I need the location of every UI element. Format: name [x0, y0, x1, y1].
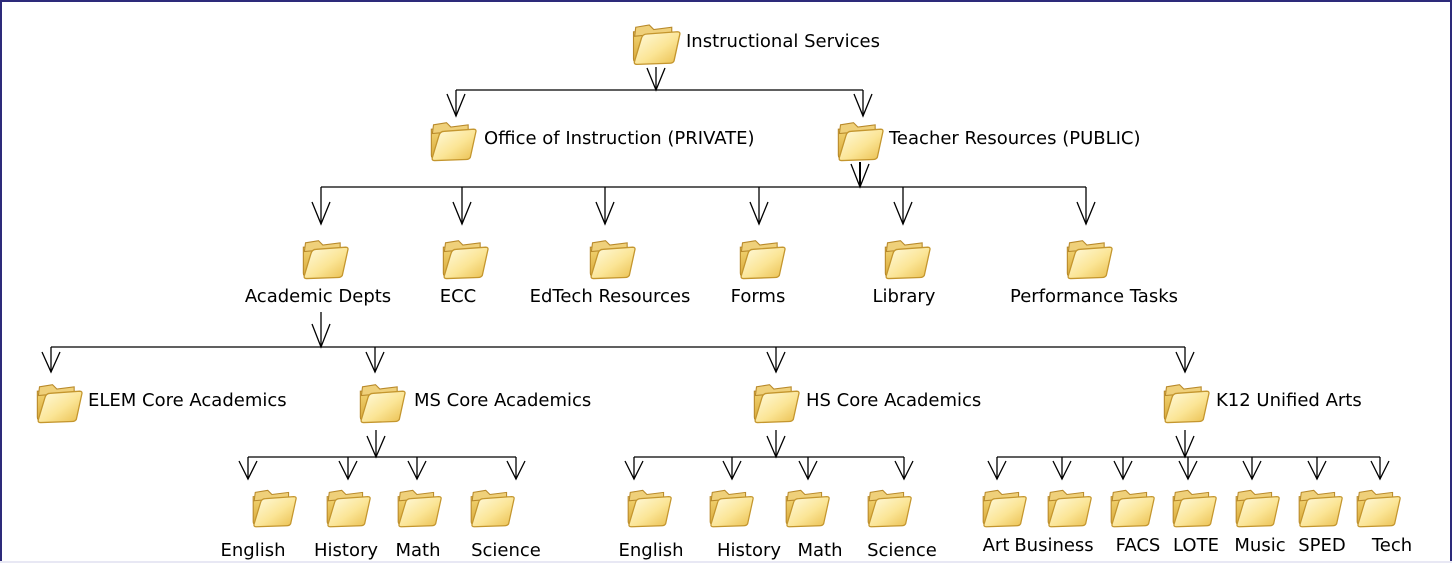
folder-node-facs[interactable]: FACS	[1110, 489, 1161, 556]
folder-icon	[36, 383, 83, 424]
folder-label: Art	[983, 535, 1010, 556]
folder-icon	[1172, 489, 1217, 528]
folder-node-sped[interactable]: SPED	[1298, 489, 1346, 556]
folder-icon	[1110, 489, 1155, 528]
folder-node-ms-english[interactable]: English	[221, 489, 297, 561]
folder-label: Academic Depts	[245, 286, 391, 307]
folder-label: Business	[1014, 535, 1093, 556]
folder-node-teacher-resources[interactable]: Teacher Resources (PUBLIC)	[837, 121, 1141, 162]
folder-icon	[867, 489, 912, 528]
folder-label: Tech	[1371, 535, 1412, 556]
folder-node-hs-core-academics[interactable]: HS Core Academics	[753, 383, 981, 424]
folder-node-root[interactable]: Instructional Services	[632, 24, 881, 66]
folder-label: Teacher Resources (PUBLIC)	[888, 128, 1141, 149]
folder-icon	[252, 489, 297, 528]
folder-node-hs-english[interactable]: English	[619, 489, 684, 561]
folder-label: ECC	[440, 286, 477, 307]
folder-node-forms[interactable]: Forms	[731, 239, 786, 307]
folder-icon	[326, 489, 371, 528]
folder-icon	[442, 239, 489, 280]
folder-label: EdTech Resources	[530, 286, 691, 307]
folder-icon	[982, 489, 1027, 528]
folder-node-ms-core-academics[interactable]: MS Core Academics	[359, 383, 591, 424]
folder-icon	[470, 489, 515, 528]
folder-node-hs-math[interactable]: Math	[785, 489, 843, 561]
folder-label: MS Core Academics	[414, 390, 591, 411]
connector-lines	[41, 67, 1390, 481]
folder-node-ms-math[interactable]: Math	[395, 489, 442, 561]
folder-icon	[709, 489, 754, 528]
folder-label: Music	[1234, 535, 1285, 556]
folder-label: English	[619, 540, 684, 561]
folder-icon	[632, 24, 681, 66]
folder-node-ms-history[interactable]: History	[314, 489, 378, 561]
folder-icon	[785, 489, 830, 528]
folder-icon	[359, 383, 406, 424]
folder-label: Performance Tasks	[1010, 286, 1178, 307]
folder-node-library[interactable]: Library	[873, 239, 936, 307]
folder-label: Forms	[731, 286, 786, 307]
folder-node-lote[interactable]: LOTE	[1172, 489, 1219, 556]
folder-node-tech[interactable]: Tech	[1356, 489, 1412, 556]
folder-label: Office of Instruction (PRIVATE)	[484, 128, 755, 149]
folder-label: English	[221, 540, 286, 561]
folder-icon	[1163, 383, 1210, 424]
folder-node-office-of-instruction[interactable]: Office of Instruction (PRIVATE)	[430, 121, 755, 162]
folder-node-art[interactable]: Art	[982, 489, 1027, 556]
folder-label: SPED	[1298, 535, 1346, 556]
folder-label: K12 Unified Arts	[1216, 390, 1362, 411]
folder-label: LOTE	[1173, 535, 1219, 556]
folder-icon	[627, 489, 672, 528]
folder-node-elem-core-academics[interactable]: ELEM Core Academics	[36, 383, 287, 424]
folder-label: ELEM Core Academics	[88, 390, 287, 411]
folder-label: History	[717, 540, 781, 561]
folder-icon	[837, 121, 884, 162]
folder-icon	[302, 239, 349, 280]
folder-node-edtech-resources[interactable]: EdTech Resources	[530, 239, 691, 307]
folder-label: History	[314, 540, 378, 561]
folder-icon	[1356, 489, 1401, 528]
folder-icon	[739, 239, 786, 280]
folder-label: Science	[867, 540, 937, 561]
folder-icon	[430, 121, 477, 162]
folder-icon	[884, 239, 931, 280]
folder-label: Science	[471, 540, 541, 561]
folder-node-k12-unified-arts[interactable]: K12 Unified Arts	[1163, 383, 1362, 424]
folder-icon	[1235, 489, 1280, 528]
folder-label: Math	[797, 540, 842, 561]
folder-icon	[1298, 489, 1343, 528]
folder-node-ms-science[interactable]: Science	[470, 489, 541, 561]
folder-node-ecc[interactable]: ECC	[440, 239, 489, 307]
folder-icon	[1047, 489, 1092, 528]
folder-icon	[397, 489, 442, 528]
folder-icon	[753, 383, 800, 424]
folder-icon	[589, 239, 636, 280]
folder-icon	[1066, 239, 1113, 280]
folder-label: Math	[395, 540, 440, 561]
folder-node-business[interactable]: Business	[1014, 489, 1094, 556]
folder-node-performance-tasks[interactable]: Performance Tasks	[1010, 239, 1178, 307]
folder-node-music[interactable]: Music	[1234, 489, 1286, 556]
folder-label: Instructional Services	[686, 31, 880, 52]
folder-node-hs-history[interactable]: History	[709, 489, 781, 561]
folder-node-hs-science[interactable]: Science	[867, 489, 937, 561]
folder-node-academic-depts[interactable]: Academic Depts	[245, 239, 391, 307]
folder-label: Library	[873, 286, 936, 307]
folder-label: FACS	[1116, 535, 1161, 556]
folder-label: HS Core Academics	[806, 390, 981, 411]
